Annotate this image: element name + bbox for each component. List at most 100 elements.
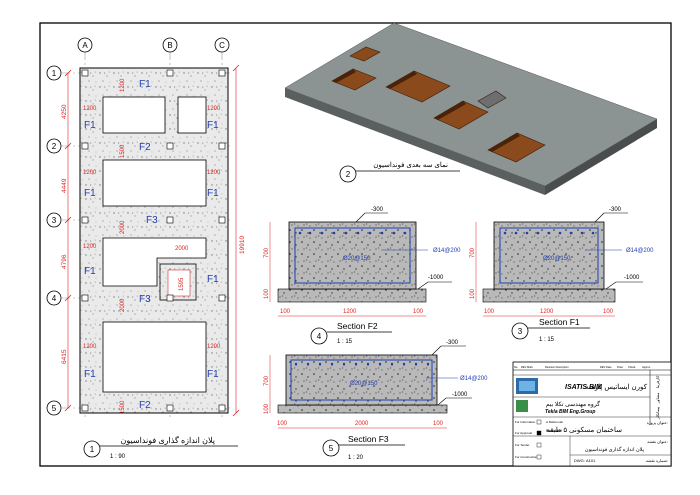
f1-title: Section F1 bbox=[539, 317, 580, 327]
footing-label: F1 bbox=[84, 266, 96, 277]
drawn-by: Fardi M.M bbox=[546, 429, 562, 433]
dim-1595: 1595 bbox=[179, 277, 185, 291]
f1-dim-right-edge: 100 bbox=[603, 309, 614, 315]
dim-left-1: 4250 bbox=[61, 104, 68, 119]
status-item: For Information bbox=[515, 420, 536, 424]
rev-header-date: REV Date bbox=[600, 365, 612, 369]
footing-label: F1 bbox=[207, 120, 219, 131]
footing-label: F1 bbox=[84, 188, 96, 199]
footing-label: F2 bbox=[139, 400, 151, 411]
dim-2000-v: 2000 bbox=[120, 298, 126, 312]
f3-dim-base: 100 bbox=[264, 403, 270, 414]
project-name: ساختمان مسکونی ۵ طبقه bbox=[546, 426, 622, 434]
section-f1: -300 -1000 Ø14@200 Ø20@150 700 100 100 1… bbox=[470, 207, 654, 343]
dim-1200: 1200 bbox=[83, 106, 97, 112]
title-block: No. REV Mark Revision Description REV Da… bbox=[512, 361, 672, 467]
f2-scale: 1 : 15 bbox=[337, 339, 353, 345]
f1-dim-left-edge: 100 bbox=[484, 309, 495, 315]
f3-view-number: 5 bbox=[329, 444, 334, 453]
f3-dim-height: 700 bbox=[264, 375, 270, 386]
footing-label: F3 bbox=[139, 294, 151, 305]
f2-rebar-side: Ø14@200 bbox=[433, 248, 461, 254]
iso-title: نمای سه بعدی فونداسیون bbox=[373, 161, 448, 169]
plan-scale: 1 : 90 bbox=[110, 454, 126, 460]
dwg-number: A101 bbox=[586, 458, 596, 463]
f3-scale: 1 : 20 bbox=[348, 455, 364, 461]
dim-1200: 1200 bbox=[83, 170, 97, 176]
dim-1200: 1200 bbox=[83, 344, 97, 350]
grid-label-2: 2 bbox=[52, 142, 57, 151]
grid-label-c: C bbox=[219, 41, 225, 50]
tekla-logo bbox=[516, 400, 528, 412]
dim-left-2: 4449 bbox=[61, 178, 68, 193]
dim-2000-v: 2000 bbox=[120, 220, 126, 234]
f3-dim-width: 2000 bbox=[355, 421, 369, 427]
f1-top-level: -300 bbox=[609, 207, 622, 213]
drawing-name: پلان اندازه گذاری فونداسیون bbox=[585, 446, 645, 453]
dim-2000: 2000 bbox=[175, 246, 189, 252]
footing-label: F1 bbox=[207, 274, 219, 285]
grid-label-4: 4 bbox=[52, 294, 57, 303]
f3-rebar-bottom: Ø20@150 bbox=[350, 381, 378, 387]
footing-label: F3 bbox=[146, 215, 158, 226]
company-name-fa: کورن ایساتیس پارسه bbox=[585, 383, 647, 391]
status-item: For Construction bbox=[515, 455, 538, 459]
grid-label-a: A bbox=[82, 41, 88, 50]
dwg-label: DWG: bbox=[574, 458, 585, 463]
f2-rebar-bottom: Ø20@150 bbox=[343, 256, 371, 262]
dim-total: 19910 bbox=[239, 236, 246, 254]
dim-1500-v: 1500 bbox=[120, 144, 126, 158]
dim-1200: 1200 bbox=[207, 106, 221, 112]
plan-title: پلان اندازه گذاری فونداسیون bbox=[120, 435, 215, 445]
company-logo bbox=[516, 378, 538, 394]
dim-1200: 1200 bbox=[207, 344, 221, 350]
side-label-client: کارفرما bbox=[655, 376, 660, 389]
f2-dim-base: 100 bbox=[264, 288, 270, 299]
grid-label-1: 1 bbox=[52, 69, 57, 78]
f1-dim-base: 100 bbox=[470, 288, 476, 299]
footing-label: F2 bbox=[139, 142, 151, 153]
sheet-label: شماره نقشه: bbox=[646, 458, 668, 463]
footing-label: F1 bbox=[139, 79, 151, 90]
f2-dim-height: 700 bbox=[264, 247, 270, 258]
company-name-en: ISATIS BIM bbox=[565, 384, 602, 391]
side-label-consultant: مشاور bbox=[655, 393, 660, 405]
grid-label-b: B bbox=[167, 41, 172, 50]
f3-bottom-level: -1000 bbox=[452, 392, 468, 398]
foundation-plan: A B C 1 2 3 4 5 F1 F1 F1 F1 F1 F1 F1 F1 … bbox=[46, 37, 246, 460]
f1-view-number: 3 bbox=[518, 327, 523, 336]
f2-dim-left-edge: 100 bbox=[280, 309, 291, 315]
f3-dim-right-edge: 100 bbox=[433, 421, 444, 427]
f3-title: Section F3 bbox=[348, 434, 389, 444]
plan-view-number: 1 bbox=[90, 445, 95, 454]
section-f2: -300 -1000 Ø14@200 Ø20@150 700 100 100 1… bbox=[264, 207, 461, 345]
f1-bottom-level: -1000 bbox=[624, 275, 640, 281]
f2-top-level: -300 bbox=[371, 207, 384, 213]
f2-dim-width: 1200 bbox=[343, 309, 357, 315]
rev-header-mark: REV Mark bbox=[521, 365, 534, 369]
footing-label: F1 bbox=[84, 120, 96, 131]
rev-header-drwn: Drwn. bbox=[617, 365, 624, 369]
status-item: For Approval bbox=[515, 431, 532, 435]
group-name-en: Tekla BIM Eng.Group bbox=[545, 409, 595, 415]
f1-rebar-side: Ø14@200 bbox=[626, 248, 654, 254]
iso-view-number: 2 bbox=[346, 170, 351, 179]
rev-header-approv: Approv. bbox=[642, 365, 651, 369]
dim-1200-v: 1200 bbox=[120, 78, 126, 92]
f2-view-number: 4 bbox=[317, 332, 322, 341]
f2-title: Section F2 bbox=[337, 321, 378, 331]
dim-1500-v: 1500 bbox=[120, 400, 126, 414]
footing-label: F1 bbox=[207, 188, 219, 199]
drawing-label: عنوان نقشه: bbox=[647, 439, 668, 444]
dim-1200: 1200 bbox=[207, 170, 221, 176]
status-item: For Tender bbox=[515, 443, 529, 447]
dim-1200: 1200 bbox=[83, 244, 97, 250]
f3-top-level: -300 bbox=[446, 340, 459, 346]
f1-scale: 1 : 15 bbox=[539, 337, 555, 343]
rev-header-check: Check. bbox=[628, 365, 636, 369]
f3-rebar-side: Ø14@200 bbox=[460, 376, 488, 382]
footing-label: F1 bbox=[207, 369, 219, 380]
f3-dim-left-edge: 100 bbox=[277, 421, 288, 427]
checked-by: A.Mahmoudi bbox=[546, 420, 563, 424]
